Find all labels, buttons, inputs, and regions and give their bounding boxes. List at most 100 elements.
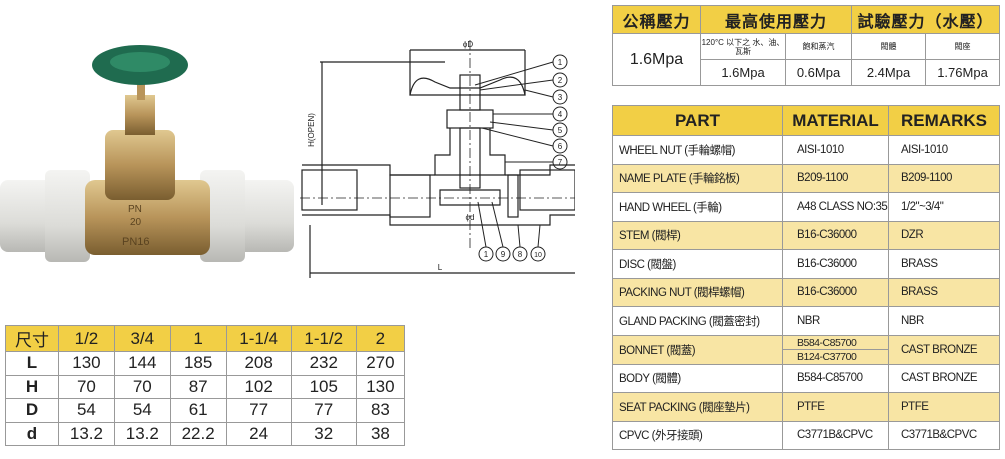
dimension-value: 102 xyxy=(225,374,292,399)
material: B16-C36000 xyxy=(782,277,889,307)
part-name: NAME PLATE (手輪銘板) xyxy=(612,163,783,193)
dimension-value: 54 xyxy=(58,398,115,423)
material: C3771B&CPVC xyxy=(782,420,889,450)
dimension-value: 185 xyxy=(169,351,227,376)
material: B209-1100 xyxy=(782,163,889,193)
photo-mark: 20 xyxy=(130,217,142,228)
dimension-key: D xyxy=(5,398,59,423)
dimension-value: 61 xyxy=(169,398,227,423)
header-max-working-pressure: 最高使用壓力 xyxy=(700,5,852,34)
valve-cross-section-diagram: 1 2 3 4 5 6 7 1 9 8 10 ϕD ϕd L H(OPEN) xyxy=(300,40,575,278)
part-name: WHEEL NUT (手輪螺帽) xyxy=(612,135,783,165)
callout-6: 6 xyxy=(558,142,563,151)
dimension-value: 105 xyxy=(290,374,357,399)
part-name: CPVC (外牙接頭) xyxy=(612,420,783,450)
header-part: PART xyxy=(612,105,783,136)
pressure-value: 1.6Mpa xyxy=(700,59,786,86)
material: B584-C85700 xyxy=(782,363,889,393)
dimension-key: d xyxy=(5,421,59,446)
dimension-value: 144 xyxy=(113,351,171,376)
material: NBR xyxy=(782,306,889,336)
part-name: DISC (閥盤) xyxy=(612,249,783,279)
dimension-value: 130 xyxy=(58,351,115,376)
callout-8: 8 xyxy=(518,250,523,259)
callout-1: 1 xyxy=(558,58,563,67)
pressure-value: 2.4Mpa xyxy=(851,59,926,86)
dimension-value: 54 xyxy=(113,398,171,423)
remarks: NBR xyxy=(888,306,1000,336)
dimension-value: 130 xyxy=(355,374,406,399)
callout-2: 2 xyxy=(558,76,563,85)
material: PTFE xyxy=(782,392,889,422)
dimension-key: L xyxy=(5,351,59,376)
sub-header-saturated-steam: 飽和蒸汽 xyxy=(785,33,852,60)
dim-label-L: L xyxy=(438,263,443,272)
dimension-value: 208 xyxy=(225,351,292,376)
dimension-value: 270 xyxy=(355,351,406,376)
material: AISI-1010 xyxy=(782,135,889,165)
photo-mark: PN xyxy=(128,204,142,215)
dimension-value: 232 xyxy=(290,351,357,376)
callout-5: 5 xyxy=(558,126,563,135)
pressure-rating-table: 公稱壓力 最高使用壓力 試驗壓力（水壓） 1.6Mpa 120°C 以下之 水、… xyxy=(612,5,1000,86)
dimension-value: 13.2 xyxy=(58,421,115,446)
dimension-key: H xyxy=(5,374,59,399)
material: B16-C36000 xyxy=(782,249,889,279)
header-material: MATERIAL xyxy=(782,105,889,136)
dim-label-H: H(OPEN) xyxy=(307,113,316,147)
header-remarks: REMARKS xyxy=(888,105,1000,136)
material: A48 CLASS NO:35 xyxy=(782,192,889,222)
material: B584-C85700 xyxy=(783,336,888,350)
remarks: BRASS xyxy=(888,277,1000,307)
size-column-header: 1 xyxy=(169,325,227,352)
callout-10: 10 xyxy=(534,252,542,259)
header-nominal-pressure: 公稱壓力 xyxy=(612,5,701,34)
sub-header-body: 閥體 xyxy=(851,33,926,60)
dimension-value: 24 xyxy=(225,421,292,446)
part-name: SEAT PACKING (閥座墊片) xyxy=(612,392,783,422)
part-name: STEM (閥桿) xyxy=(612,220,783,250)
size-column-header: 1-1/4 xyxy=(225,325,292,352)
part-name: HAND WHEEL (手輪) xyxy=(612,192,783,222)
dimension-value: 22.2 xyxy=(169,421,227,446)
dimension-value: 70 xyxy=(113,374,171,399)
material: B16-C36000 xyxy=(782,220,889,250)
remarks: AISI-1010 xyxy=(888,135,1000,165)
dim-label-d: ϕd xyxy=(466,213,475,222)
photo-mark: PN16 xyxy=(122,236,150,248)
dimension-value: 83 xyxy=(355,398,406,423)
dimension-value: 32 xyxy=(290,421,357,446)
dimension-value: 87 xyxy=(169,374,227,399)
callout-9: 9 xyxy=(501,250,506,259)
material: B124-C37700 xyxy=(797,350,857,363)
dimension-value: 77 xyxy=(225,398,292,423)
valve-photo: PN 20 PN16 xyxy=(0,45,294,262)
remarks: 1/2"~3/4" xyxy=(888,192,1000,222)
remarks: C3771B&CPVC xyxy=(888,420,1000,450)
dimension-value: 70 xyxy=(58,374,115,399)
remarks: DZR xyxy=(888,220,1000,250)
callout-1-bottom: 1 xyxy=(484,250,489,259)
size-column-header: 3/4 xyxy=(113,325,171,352)
remarks: CAST BRONZE xyxy=(888,334,1000,365)
callout-7: 7 xyxy=(558,158,563,167)
size-column-header: 1-1/2 xyxy=(290,325,357,352)
dim-label-D: ϕD xyxy=(463,40,473,49)
size-column-header: 1/2 xyxy=(58,325,115,352)
pressure-value: 1.76Mpa xyxy=(925,59,1000,86)
